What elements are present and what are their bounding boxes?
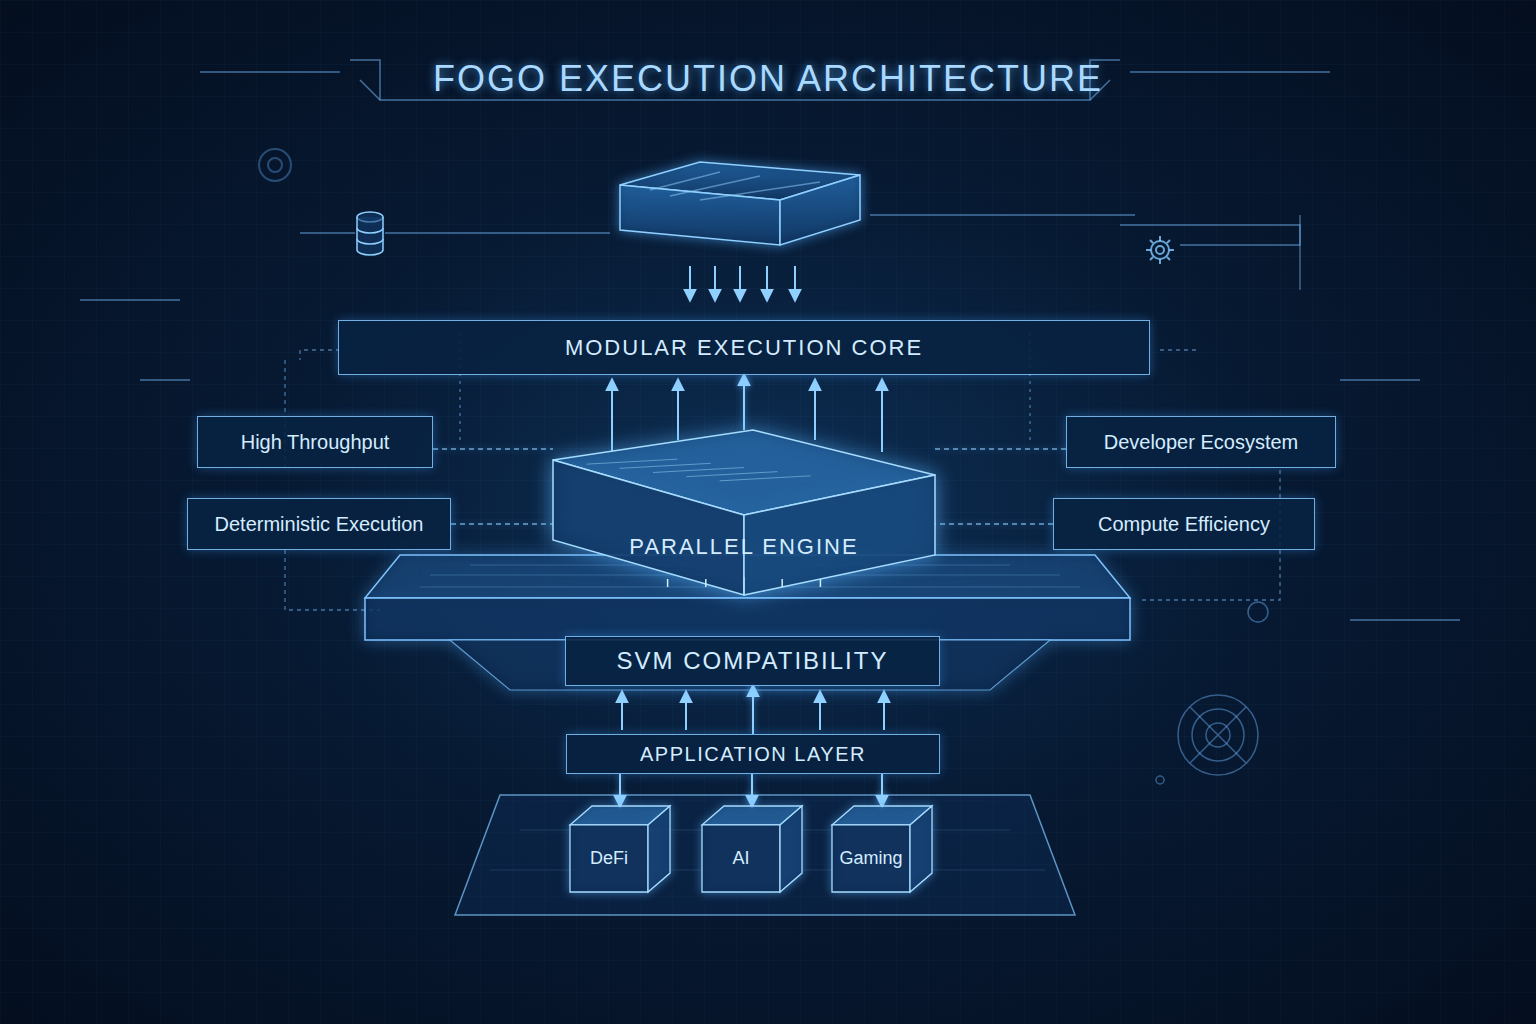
text-slot: DeFi [570,825,648,892]
app-cube: AI [702,806,802,892]
node-label: Developer Ecosystem [1104,431,1299,454]
node-label: Gaming [839,848,902,869]
down-arrows [690,266,795,300]
dashed-connector [451,523,553,524]
arrow-connector [619,774,621,806]
node-label: Deterministic Execution [215,513,424,536]
gear-icons [259,149,1174,264]
label-box: SVM COMPATIBILITY [565,636,940,686]
title-row: FOGO EXECUTION ARCHITECTURE [0,58,1536,100]
ring-ornaments [1156,602,1268,784]
app-cube: Gaming [832,806,932,892]
node-label: SVM COMPATIBILITY [617,647,889,675]
engine-outline [553,430,935,595]
node-label: MODULAR EXECUTION CORE [565,335,923,361]
node-label: High Throughput [241,431,390,454]
application-base [455,795,1075,915]
dashed-connector [935,448,1066,449]
text-slot: AI [702,825,780,892]
node-label: Compute Efficiency [1098,513,1270,536]
dashed-connector [935,523,1053,524]
node-label: PARALLEL ENGINE [629,534,858,560]
feature-box: Compute Efficiency [1053,498,1315,550]
feature-box: Deterministic Execution [187,498,451,550]
top-module-block [620,162,860,245]
layer-box: APPLICATION LAYER [566,734,940,774]
text-slot: PARALLEL ENGINE [553,528,935,566]
arrow-connector [881,774,883,806]
feature-box: Developer Ecosystem [1066,416,1336,468]
arrow-connector [752,686,754,734]
cube-outline [702,806,802,892]
title: FOGO EXECUTION ARCHITECTURE [433,58,1103,99]
arrow-connector [751,774,753,806]
dashed-connector [433,448,553,449]
feature-box: High Throughput [197,416,433,468]
node-label: AI [732,848,749,869]
engine-block: PARALLEL ENGINE [553,430,935,595]
database-icon [357,212,383,255]
node-label: APPLICATION LAYER [640,743,866,766]
circuit-lines [80,215,1460,620]
node-label: DeFi [590,848,628,869]
band-box: MODULAR EXECUTION CORE [338,320,1150,375]
app-cube: DeFi [570,806,670,892]
text-slot: Gaming [832,825,910,892]
arrow-connector [743,375,745,430]
